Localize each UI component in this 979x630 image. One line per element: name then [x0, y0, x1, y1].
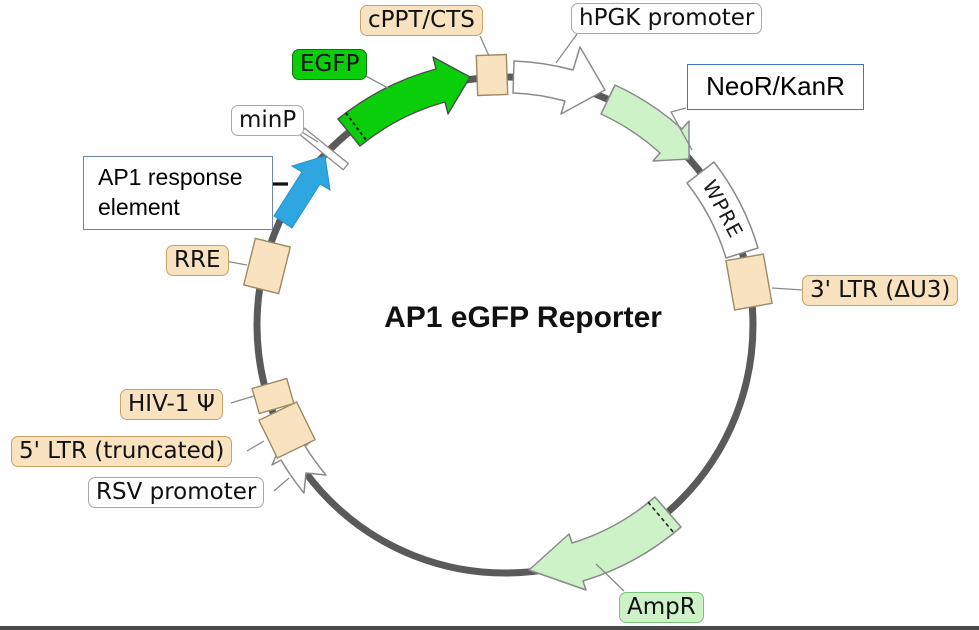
label-ampr: AmpR	[619, 592, 704, 623]
leader-neor	[670, 107, 693, 151]
annotation-ap1-response-element: AP1 response element	[83, 156, 273, 230]
label-hpgk-promoter: hPGK promoter	[571, 3, 763, 34]
ltr3-block	[725, 253, 773, 311]
annotation-neor-kanr: NeoR/KanR	[687, 64, 864, 110]
ampr-arrow	[528, 496, 682, 591]
hpgk-promoter-arrow	[512, 46, 606, 115]
ap1-line1: AP1 response	[98, 164, 243, 190]
leader-cppt	[479, 35, 490, 57]
leader-ampr	[595, 563, 625, 592]
wpre-segment	[686, 161, 759, 259]
label-ltr5: 5' LTR (truncated)	[11, 436, 233, 467]
egfp-arrow	[337, 56, 471, 147]
ap1-response-arrow	[273, 155, 331, 229]
hiv1-psi-block	[251, 377, 295, 415]
bottom-edge-line	[0, 626, 979, 630]
neor-kanr-arrow	[600, 84, 690, 162]
leader-rsv	[273, 477, 290, 492]
cppt-cts-block	[475, 53, 509, 97]
page-title: AP1 eGFP Reporter	[384, 301, 662, 334]
label-cppt-cts: cPPT/CTS	[360, 5, 483, 36]
leader-hiv1-psi	[230, 395, 255, 404]
label-rre: RRE	[166, 245, 229, 276]
label-rsv-promoter: RSV promoter	[88, 477, 265, 508]
leader-ltr3	[771, 287, 804, 291]
label-hiv1-psi: HIV-1 Ψ	[120, 389, 223, 420]
rre-block	[242, 237, 292, 295]
leader-rre	[224, 260, 248, 266]
ltr5-block	[257, 400, 317, 460]
leader-hpgk	[555, 33, 578, 64]
label-minp: minP	[231, 105, 305, 136]
label-ltr3: 3' LTR (ΔU3)	[802, 275, 959, 306]
leader-ltr5	[246, 440, 265, 452]
ap1-line2: element	[98, 194, 180, 220]
leader-egfp	[361, 73, 389, 89]
label-egfp: EGFP	[292, 49, 368, 80]
